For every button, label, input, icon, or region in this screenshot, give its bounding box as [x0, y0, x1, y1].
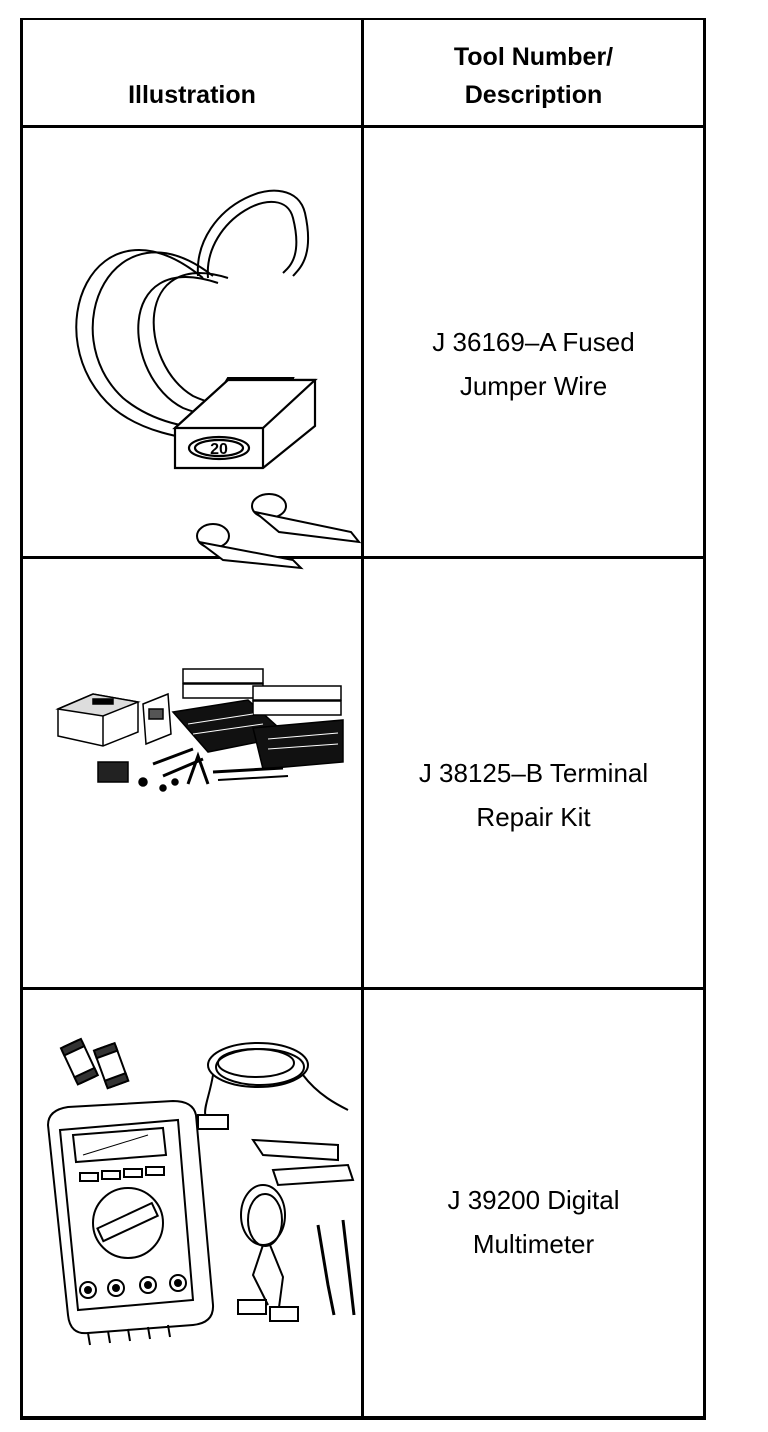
- description-cell: J 39200 Digital Multimeter: [364, 990, 703, 1418]
- tool-description: J 36169–A Fused Jumper Wire: [364, 320, 703, 408]
- alligator-clips-icon: [196, 493, 362, 570]
- header-illustration: Illustration: [128, 81, 256, 109]
- digital-multimeter-icon: [46, 1037, 356, 1346]
- description-cell: J 38125–B Terminal Repair Kit: [364, 559, 703, 987]
- tool-description: J 39200 Digital Multimeter: [364, 1178, 703, 1266]
- fused-jumper-wire-icon: 20: [75, 189, 318, 470]
- fuse-label: 20: [210, 441, 228, 458]
- illustration-cell: 20: [23, 128, 364, 570]
- header-illustration-cell: Illustration: [23, 20, 364, 125]
- tool-number: J 39200 Digital: [447, 1185, 620, 1215]
- table-row: 20 J 36169–A Fused Jumper Wire: [23, 128, 703, 570]
- terminal-repair-kit-icon: [55, 668, 344, 792]
- tool-description: J 38125–B Terminal Repair Kit: [364, 751, 703, 839]
- table-row: J 38125–B Terminal Repair Kit: [23, 559, 703, 990]
- tool-name: Multimeter: [472, 1229, 595, 1259]
- tool-number: J 36169–A Fused: [432, 327, 635, 357]
- tool-number: J 38125–B Terminal: [418, 758, 649, 788]
- tool-table: Illustration Tool Number/ Description: [20, 18, 706, 1420]
- header-tool-cell: Tool Number/ Description: [364, 20, 703, 125]
- description-cell: J 36169–A Fused Jumper Wire: [364, 128, 703, 556]
- header-tool-line1: Tool Number/: [453, 43, 614, 71]
- header-tool-line2: Description: [464, 81, 603, 109]
- illustration-cell: [23, 990, 364, 1418]
- tool-name: Jumper Wire: [459, 371, 608, 401]
- illustration-cell: [23, 559, 364, 987]
- tool-name: Repair Kit: [476, 802, 591, 832]
- table-header: Illustration Tool Number/ Description: [23, 20, 703, 128]
- table-row: J 39200 Digital Multimeter: [23, 990, 703, 1418]
